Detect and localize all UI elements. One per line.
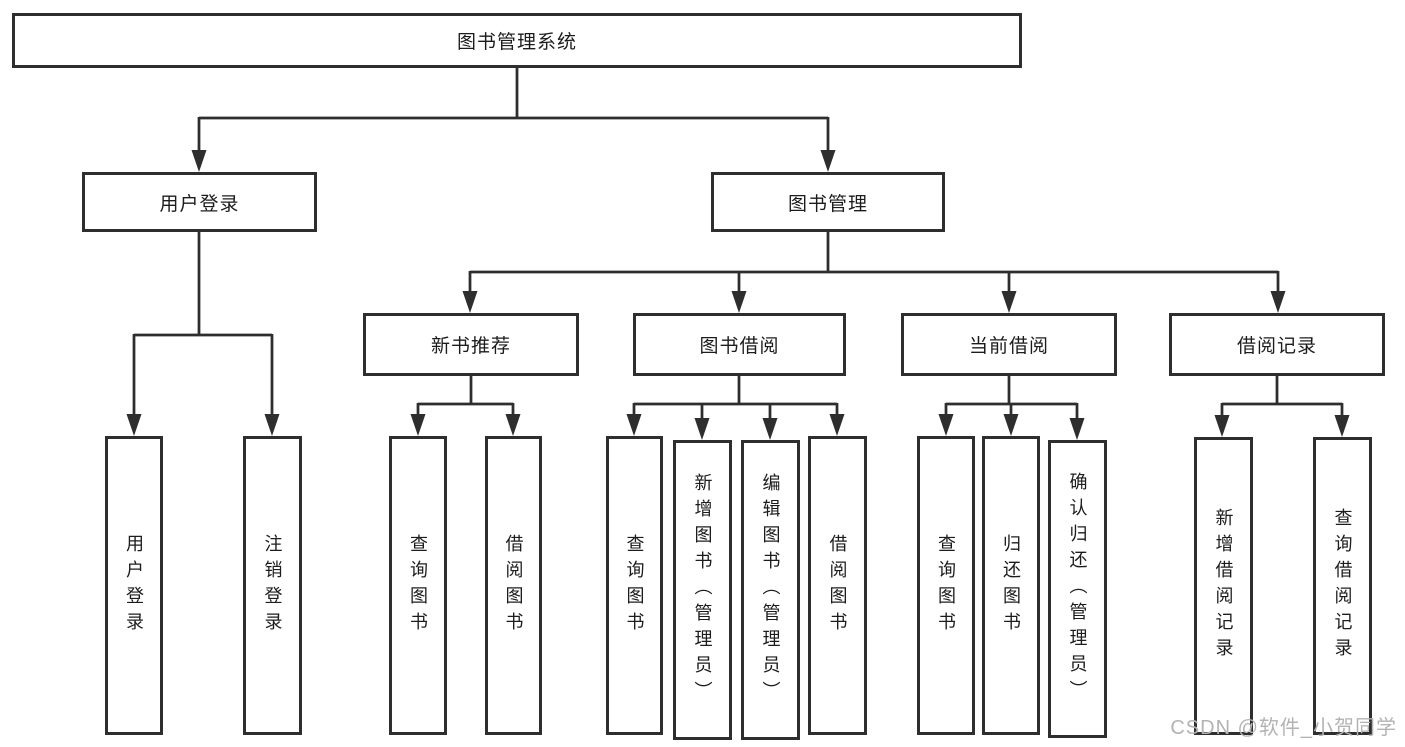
node-new-book-recommend: 新书推荐 [363,313,579,376]
leaf-query-borrow-record: 查询借阅记录 [1313,437,1372,735]
arrowheads [126,150,1350,440]
leaf-borrow-books-borrowing: 借阅图书 [808,436,867,735]
watermark: CSDN @软件_小贺同学 [1170,717,1397,739]
leaf-query-books-current: 查询图书 [917,436,975,735]
node-book-borrowing: 图书借阅 [633,313,846,376]
leaf-return-books: 归还图书 [982,436,1040,735]
leaf-user-login: 用户登录 [105,436,163,735]
node-user-login: 用户登录 [82,172,317,232]
leaf-confirm-return-admin: 确认归还（管理员） [1048,440,1107,738]
leaf-borrow-books-recommend: 借阅图书 [485,436,542,735]
leaf-add-book-admin: 新增图书（管理员） [673,440,732,740]
node-book-management: 图书管理 [711,172,945,232]
node-current-borrowing: 当前借阅 [901,313,1117,376]
leaf-logout: 注销登录 [243,436,302,735]
leaf-query-books-recommend: 查询图书 [389,436,447,735]
node-book-management-system: 图书管理系统 [12,13,1022,68]
leaf-query-books-borrowing: 查询图书 [606,436,663,735]
leaf-edit-book-admin: 编辑图书（管理员） [741,440,800,740]
node-borrow-records: 借阅记录 [1169,313,1385,376]
leaf-add-borrow-record: 新增借阅记录 [1194,437,1253,735]
